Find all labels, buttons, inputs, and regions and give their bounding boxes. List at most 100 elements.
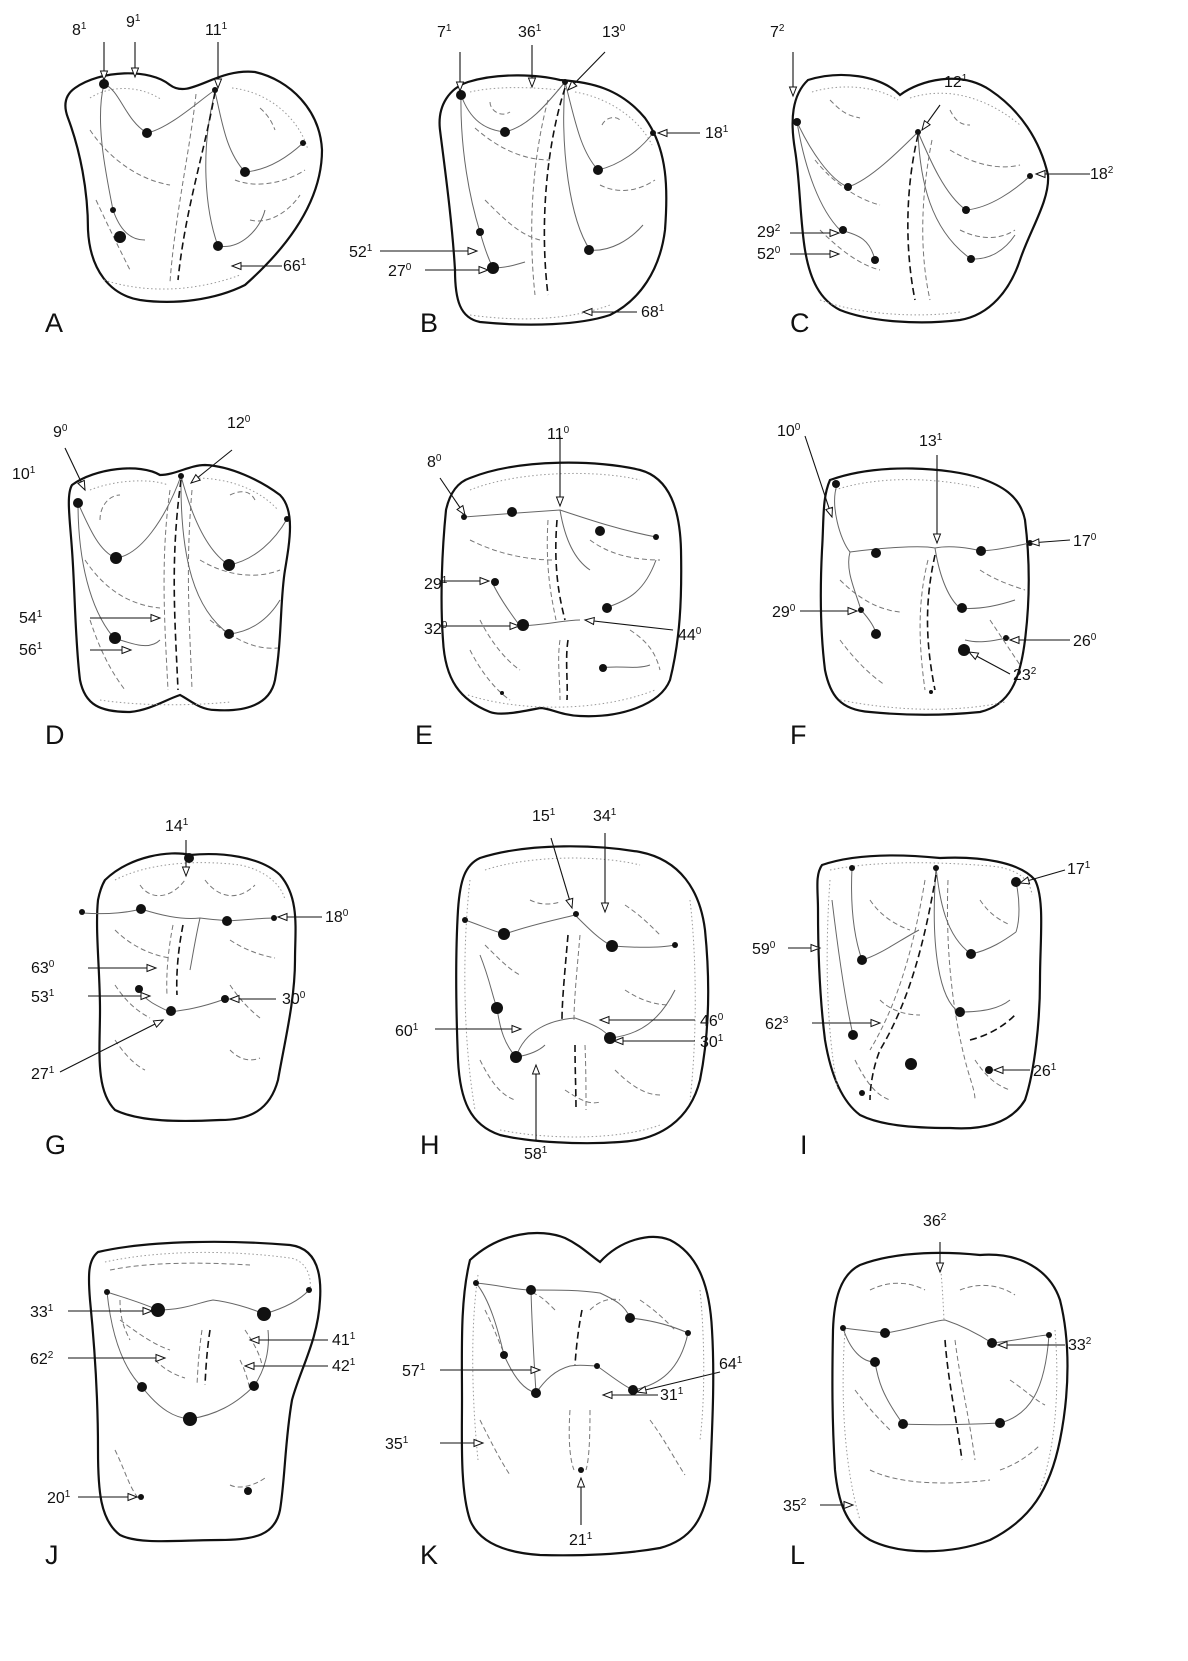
character-number: 56 <box>19 642 37 659</box>
pointer-arrow <box>90 615 160 622</box>
pointer-arrow <box>529 45 536 87</box>
crest-point <box>476 228 484 236</box>
cusp-crest <box>520 620 580 626</box>
tooth-outline <box>456 846 708 1143</box>
secondary-crest <box>530 900 560 904</box>
character-state: 1 <box>30 465 36 476</box>
character-label: 440 <box>678 627 701 644</box>
character-number: 36 <box>518 24 536 41</box>
character-number: 62 <box>30 1351 48 1368</box>
pointer-arrow <box>60 1020 163 1072</box>
character-state: 3 <box>783 1015 789 1026</box>
character-number: 8 <box>427 454 436 471</box>
secondary-crest <box>120 1300 130 1340</box>
crest-point <box>839 226 847 234</box>
panel-c: C72121182292520 <box>780 0 1160 410</box>
central-groove <box>567 640 568 700</box>
cingulum-line <box>90 88 162 100</box>
cusp-crest <box>142 1387 190 1419</box>
character-number: 54 <box>19 610 37 627</box>
character-state: 2 <box>941 1212 947 1223</box>
character-state: 1 <box>49 988 55 999</box>
character-number: 62 <box>765 1016 783 1033</box>
cusp-dot <box>487 262 499 274</box>
secondary-crest <box>870 1283 925 1290</box>
character-label: 260 <box>1073 633 1096 650</box>
character-state: 0 <box>696 626 702 637</box>
pointer-arrow <box>820 1502 853 1509</box>
character-label: 90 <box>53 424 67 441</box>
character-state: 1 <box>350 1331 356 1342</box>
secondary-crest <box>115 930 170 958</box>
cusp-crest <box>564 82 643 250</box>
cingulum-line <box>465 880 475 1110</box>
groove-margin <box>574 935 580 1020</box>
cingulum-line <box>485 858 640 870</box>
character-state: 1 <box>611 807 617 818</box>
central-groove <box>556 520 565 620</box>
cingulum-line <box>910 93 1020 125</box>
cusp-crest <box>476 1283 688 1333</box>
secondary-crest <box>470 650 510 700</box>
pointer-arrow <box>101 42 108 80</box>
character-state: 1 <box>367 243 373 254</box>
crest-point <box>135 985 143 993</box>
character-label: 261 <box>1033 1063 1056 1080</box>
cusp-crest <box>565 82 653 170</box>
cusp-crest <box>107 1292 142 1387</box>
panel-letter: F <box>790 720 807 751</box>
crest-point <box>915 129 921 135</box>
cusp-dot <box>584 245 594 255</box>
secondary-crest <box>250 195 300 221</box>
cingulum-line <box>843 1330 860 1520</box>
crest-point <box>462 917 468 923</box>
cusp-dot <box>166 1006 176 1016</box>
tooth-drawing <box>0 0 380 410</box>
character-label: 171 <box>1067 861 1090 878</box>
pointer-arrow <box>800 608 857 615</box>
central-groove <box>870 875 936 1100</box>
cusp-dot <box>491 1002 503 1014</box>
tooth-outline <box>89 1242 320 1541</box>
pointer-arrow <box>440 623 519 630</box>
character-label: 571 <box>402 1363 425 1380</box>
pointer-arrow <box>250 1337 328 1344</box>
central-groove <box>945 1340 962 1460</box>
crest-point <box>271 915 277 921</box>
character-number: 9 <box>53 424 62 441</box>
cusp-crest <box>832 900 853 1035</box>
cusp-crest <box>78 503 160 646</box>
cusp-crest <box>104 84 215 133</box>
secondary-crest <box>1000 1445 1040 1470</box>
cusp-crest <box>170 999 225 1012</box>
character-number: 32 <box>424 621 442 638</box>
secondary-crest <box>140 880 185 896</box>
character-state: 1 <box>442 575 448 586</box>
character-state: 1 <box>536 23 542 34</box>
panel-b: B71361130181521270681 <box>395 0 775 410</box>
character-state: 1 <box>420 1362 426 1373</box>
character-state: 1 <box>403 1435 409 1446</box>
pointer-arrow <box>1036 171 1090 178</box>
secondary-crest <box>205 880 255 896</box>
cusp-crest <box>516 1018 610 1057</box>
cusp-crest <box>206 92 265 247</box>
secondary-crest <box>640 1300 675 1330</box>
cusp-crest <box>960 600 1015 608</box>
character-number: 20 <box>47 1490 65 1507</box>
character-number: 53 <box>31 989 49 1006</box>
character-number: 21 <box>569 1532 587 1549</box>
pointer-arrow <box>440 1367 540 1374</box>
character-state: 2 <box>1086 1336 1092 1347</box>
character-number: 13 <box>602 24 620 41</box>
character-state: 0 <box>775 245 781 256</box>
crest-point <box>1046 1332 1052 1338</box>
character-number: 68 <box>641 304 659 321</box>
cusp-crest <box>497 1008 545 1057</box>
cusp-crest <box>597 1366 633 1390</box>
pointer-arrow <box>790 251 839 258</box>
character-state: 1 <box>737 1355 743 1366</box>
secondary-crest <box>600 180 655 190</box>
cingulum-line <box>105 1252 310 1290</box>
